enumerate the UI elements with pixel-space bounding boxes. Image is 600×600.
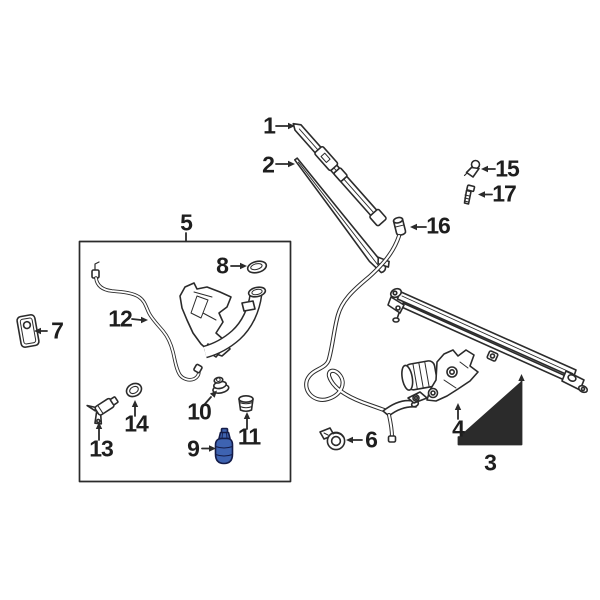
strainer-part[interactable] <box>238 395 254 413</box>
callout-1-label[interactable]: 1 <box>263 112 276 139</box>
arrow-13 <box>95 422 103 441</box>
arrow-15 <box>481 165 496 173</box>
callout-7-label[interactable]: 7 <box>51 317 64 344</box>
callout-17-label[interactable]: 17 <box>492 180 517 207</box>
callout-15-label[interactable]: 15 <box>495 155 520 182</box>
callout-13-label[interactable]: 13 <box>89 435 114 462</box>
nozzle-part[interactable] <box>85 390 124 426</box>
arrow-12 <box>131 316 148 324</box>
callout-16-label[interactable]: 16 <box>426 212 451 239</box>
hose-connector-part[interactable] <box>392 216 407 236</box>
clip-part[interactable] <box>463 159 481 178</box>
wiper-blade-part[interactable] <box>290 119 387 227</box>
callout-2-label[interactable]: 2 <box>262 151 275 178</box>
callout-3-label[interactable]: 3 <box>484 449 497 476</box>
callout-6-label[interactable]: 6 <box>365 426 378 453</box>
pin-fastener-part[interactable] <box>319 427 346 451</box>
arrow-17 <box>478 191 493 198</box>
arrow-16 <box>410 223 427 231</box>
cap-seal-part[interactable] <box>246 259 268 274</box>
arrow-8 <box>230 262 247 270</box>
screw-part[interactable] <box>463 184 476 205</box>
reservoir-hose-part[interactable] <box>91 261 203 382</box>
wiper-linkage-part[interactable] <box>387 287 589 394</box>
callout-14-label[interactable]: 14 <box>124 410 149 437</box>
arrow-11 <box>243 412 251 430</box>
washer-pump-part[interactable] <box>214 427 234 465</box>
arrow-4 <box>454 403 462 420</box>
arrow-10 <box>203 390 217 406</box>
callout-11-label[interactable]: 11 <box>237 423 261 450</box>
arrow-2 <box>275 160 295 168</box>
washer-reservoir-part[interactable] <box>179 282 267 359</box>
washer-pump-fill <box>214 427 234 465</box>
callout-5-label[interactable]: 5 <box>180 209 193 236</box>
callout-4-label[interactable]: 4 <box>452 415 465 442</box>
washer-hose-part[interactable] <box>304 233 420 443</box>
callout-12-label[interactable]: 12 <box>108 305 133 332</box>
wiper-motor-part[interactable] <box>400 349 479 404</box>
arrow-7 <box>34 327 48 335</box>
line-art <box>16 119 589 483</box>
bracket-3 <box>457 374 525 446</box>
assembly-box <box>78 240 292 483</box>
grommet-part[interactable] <box>16 314 40 348</box>
grommet-ring-part[interactable] <box>124 381 144 399</box>
arrow-6 <box>346 436 363 444</box>
callout-9-label[interactable]: 9 <box>187 435 200 462</box>
arrow-9 <box>201 445 216 452</box>
arrow-14 <box>131 400 139 417</box>
arrow-1 <box>275 122 295 130</box>
grommet-cap-part[interactable] <box>211 376 230 395</box>
callout-arrows <box>34 122 525 452</box>
callout-8-label[interactable]: 8 <box>216 252 229 279</box>
callout-10-label[interactable]: 10 <box>187 398 212 425</box>
